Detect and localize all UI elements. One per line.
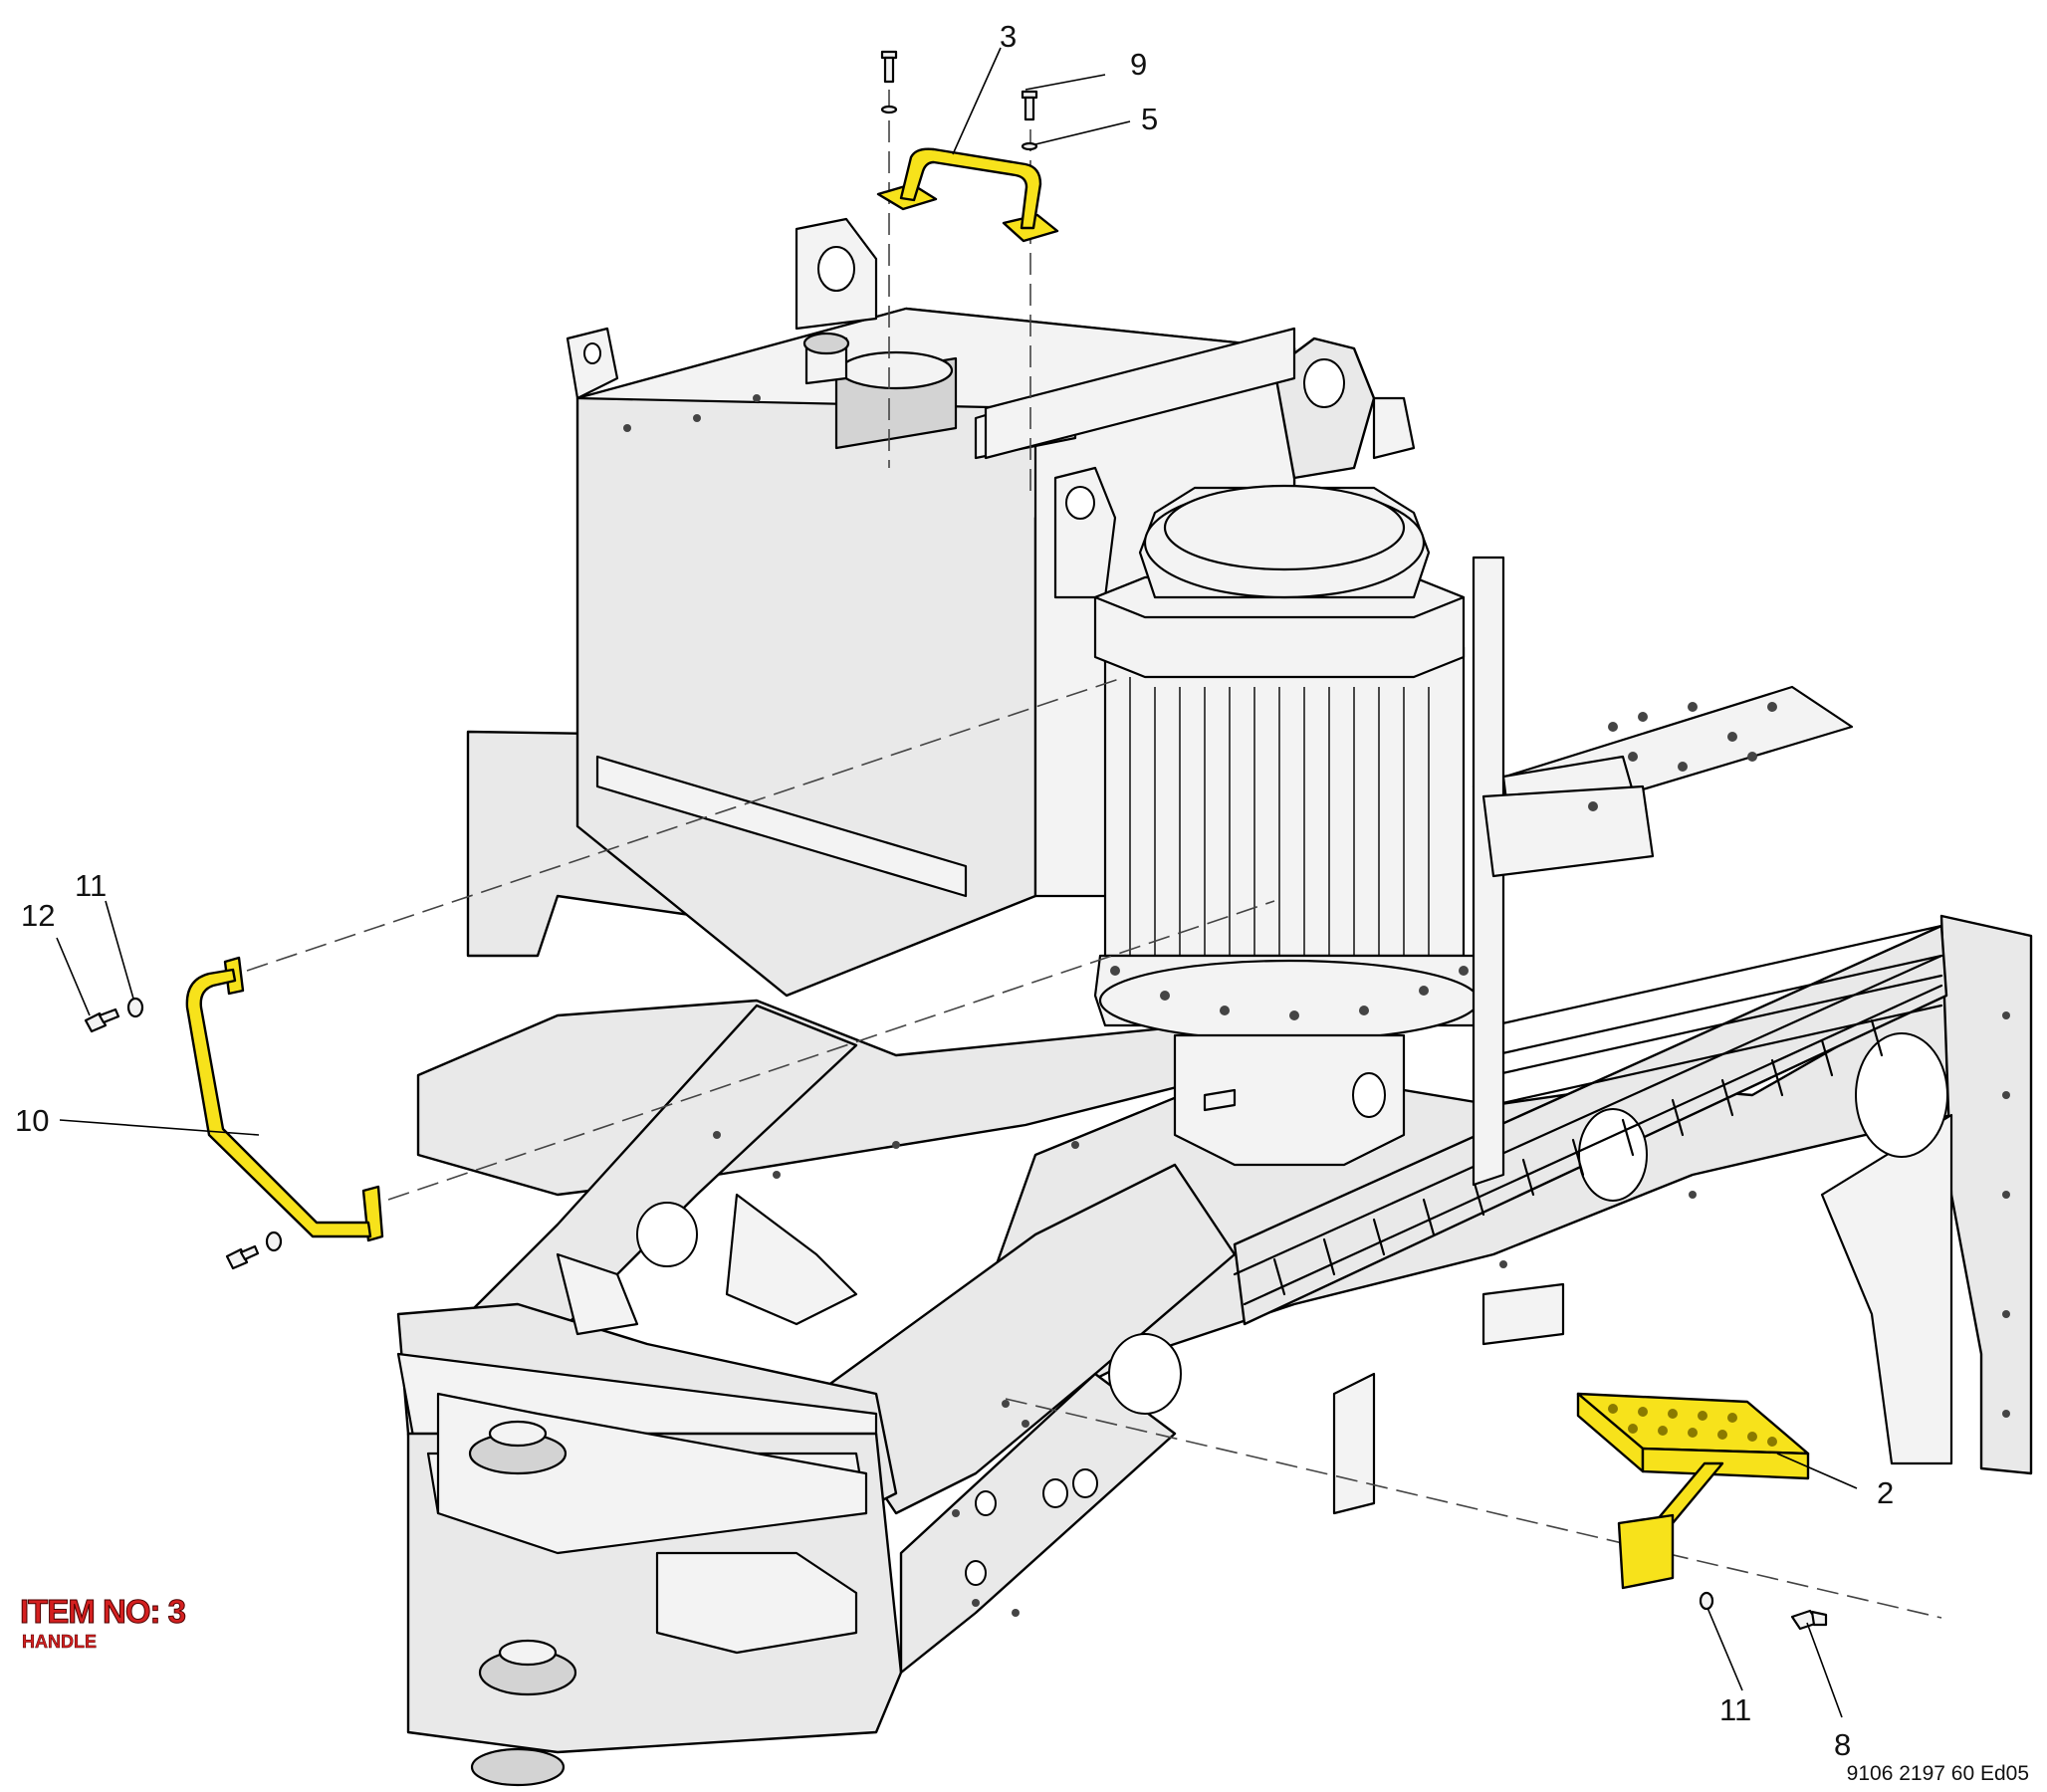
callout-10: 10: [15, 1103, 49, 1138]
callout-12: 12: [21, 898, 55, 933]
cable-tray: [1233, 924, 1943, 1306]
washer-item-11-right: [1699, 1591, 1714, 1611]
assembly-lines: [246, 90, 1942, 1619]
handle-item-3[interactable]: [876, 147, 1059, 243]
callout-11-left: 11: [75, 868, 107, 903]
main-frame: [396, 730, 2033, 1787]
item-label: ITEM NO: 3 HANDLE: [20, 1593, 188, 1653]
callout-3: 3: [1000, 19, 1017, 54]
bolt-left-lower: [225, 1244, 260, 1270]
washer-left-lower: [265, 1231, 283, 1252]
callout-11-right: 11: [1719, 1692, 1751, 1727]
step-item-2[interactable]: [1576, 1392, 1810, 1590]
bolt-top-left: [880, 50, 898, 84]
washer-top-left: [880, 105, 898, 114]
bolt-item-12: [84, 1008, 120, 1033]
callout-5: 5: [1141, 102, 1158, 136]
item-name: HANDLE: [22, 1632, 97, 1652]
callout-9: 9: [1130, 47, 1147, 82]
lifting-bracket: [984, 327, 1416, 599]
fasteners: [84, 50, 1828, 1631]
leader-lines: [56, 47, 1858, 1718]
handle-item-10[interactable]: [185, 956, 384, 1242]
electric-motor: [1093, 484, 1485, 1167]
bolt-item-9: [1021, 90, 1038, 121]
callouts: 3 9 5 12 11 10 2 11 8: [15, 19, 1894, 1762]
washer-item-11-left: [126, 997, 144, 1018]
callout-8: 8: [1834, 1727, 1851, 1762]
document-number: 9106 2197 60 Ed05: [1847, 1762, 2029, 1785]
washer-item-5: [1021, 141, 1038, 151]
callout-2: 2: [1877, 1475, 1894, 1510]
bolt-item-8: [1790, 1609, 1828, 1631]
control-plate: [1472, 556, 1854, 1187]
item-number-title: ITEM NO: 3: [20, 1593, 186, 1630]
